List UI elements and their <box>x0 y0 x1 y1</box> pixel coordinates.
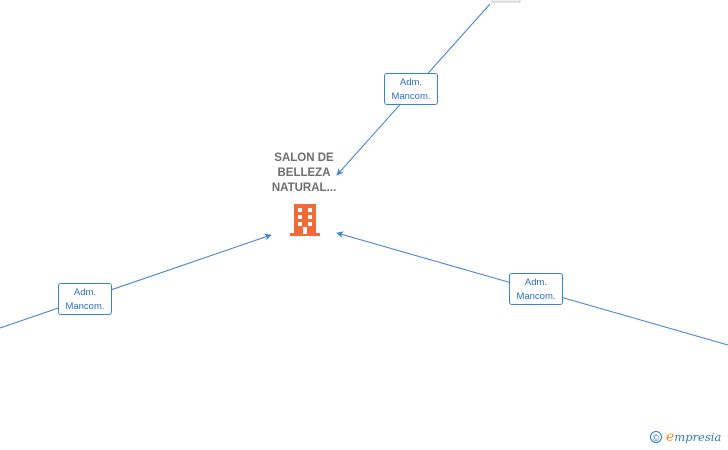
edge-label-left-line2: Mancom. <box>65 301 105 312</box>
edge-line-left <box>0 233 272 329</box>
copyright-icon: © <box>650 431 662 443</box>
offscreen-node-top <box>491 0 521 3</box>
watermark: © empresia <box>650 429 721 445</box>
company-name-line-2: BELLEZA <box>277 167 331 179</box>
edge-label-top-line2: Mancom. <box>391 91 431 102</box>
company-name[interactable]: SALON DE BELLEZA NATURAL... <box>254 151 354 196</box>
edge-label-top: Adm. Mancom. <box>384 73 438 105</box>
brand-logo: empresia <box>666 429 721 445</box>
edge-label-right: Adm. Mancom. <box>509 273 563 305</box>
brand-initial: e <box>666 429 675 445</box>
edge-label-left: Adm. Mancom. <box>58 283 112 315</box>
building-icon[interactable] <box>289 202 321 238</box>
edge-label-right-line2: Mancom. <box>516 291 556 302</box>
edge-label-left-line1: Adm. <box>73 287 97 298</box>
edge-label-right-line1: Adm. <box>524 277 548 288</box>
company-name-line-1: SALON DE <box>274 152 334 164</box>
edge-label-top-line1: Adm. <box>399 77 423 88</box>
company-name-line-3: NATURAL... <box>271 182 337 194</box>
brand-rest: mpresia <box>674 430 722 444</box>
